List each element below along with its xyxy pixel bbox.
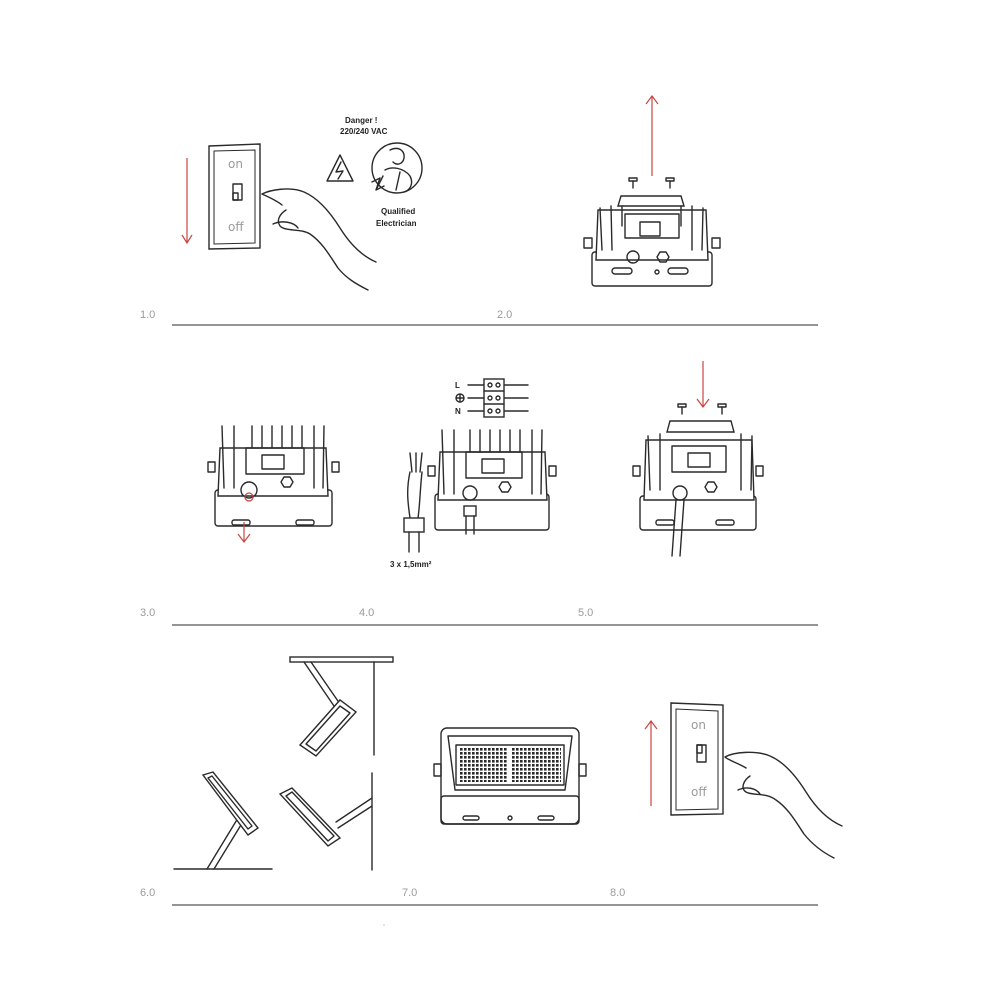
voltage-label: 220/240 VAC: [340, 127, 388, 136]
step-number-8: 8.0: [610, 887, 626, 899]
step-number-7: 7.0: [402, 887, 418, 899]
switch-off-label: off: [691, 785, 707, 799]
led-array: [459, 748, 561, 782]
step-5-refit-cover: [632, 361, 764, 557]
electric-hazard-icon: [326, 154, 354, 182]
step-number-1: 1.0: [140, 309, 156, 321]
floodlight-wall: [278, 787, 342, 847]
step-number-2: 2.0: [497, 309, 513, 321]
hand-icon: [724, 751, 843, 859]
qualified-electrician-icon: [371, 142, 423, 194]
earth-icon: [455, 393, 465, 403]
step-number-4: 4.0: [359, 607, 375, 619]
step-number-5: 5.0: [578, 607, 594, 619]
terminal-neutral-label: N: [455, 407, 461, 416]
step-8-switch-on: on off: [644, 702, 843, 859]
cable-spec-label: 3 x 1,5mm²: [390, 560, 432, 569]
step-number-6: 6.0: [140, 887, 156, 899]
switch-on-label: on: [228, 157, 243, 171]
page-mark: [383, 924, 385, 926]
step-number-3: 3.0: [140, 607, 156, 619]
ceiling-surface: [289, 656, 394, 663]
screw-icon: [677, 403, 727, 415]
wall-switch-plate: [208, 143, 261, 250]
switch-on-label: on: [691, 718, 706, 732]
step-4-wiring: L N: [390, 378, 557, 569]
step-3-remove-cable-gland: [207, 425, 340, 543]
step-2-remove-cover: [583, 95, 721, 287]
step-6-mounting-positions: [173, 656, 394, 871]
terminal-live-label: L: [455, 381, 460, 390]
terminal-block-icon: [467, 378, 529, 418]
qualified-label: Qualified: [381, 207, 415, 216]
floodlight-ground: [201, 771, 260, 836]
screw-icon: [628, 177, 675, 189]
warning-block: Danger ! 220/240 VAC Qualified Electrici…: [326, 116, 423, 228]
cable-icon: [403, 452, 425, 553]
switch-off-label: off: [228, 220, 244, 234]
danger-label: Danger !: [345, 116, 377, 125]
step-1-switch-off: on off: [181, 143, 377, 291]
step-7-front-view: [433, 727, 587, 825]
floodlight-ceiling: [298, 699, 358, 757]
hand-icon: [261, 188, 377, 291]
electrician-label: Electrician: [376, 219, 417, 228]
